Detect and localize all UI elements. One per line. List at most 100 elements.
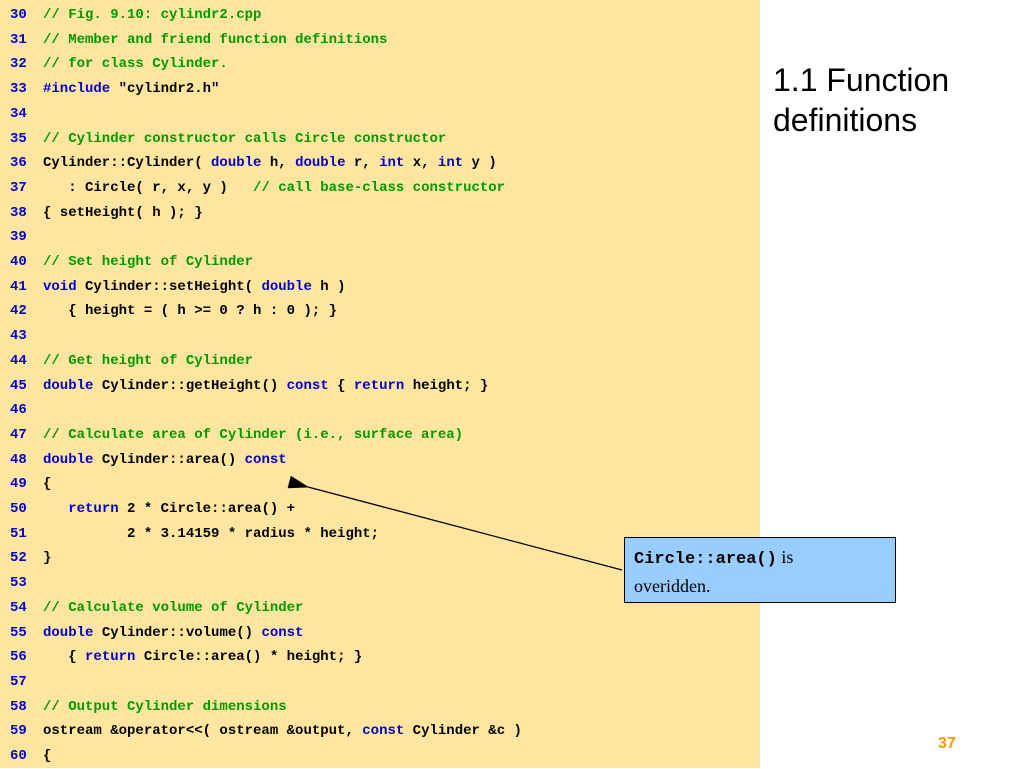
code-token (43, 501, 68, 517)
code-keyword: return (68, 501, 119, 517)
line-number: 53 (10, 575, 27, 592)
code-text: // Output Cylinder dimensions (43, 695, 287, 720)
code-token: } (43, 550, 52, 567)
line-number: 51 (10, 525, 27, 542)
code-token: Cylinder::area() (93, 451, 245, 468)
code-text: // Calculate volume of Cylinder (43, 596, 303, 621)
code-comment: // Calculate volume of Cylinder (43, 599, 304, 616)
code-comment: // Get height of Cylinder (43, 352, 254, 369)
code-token: Cylinder::setHeight( (76, 278, 262, 295)
code-text: { (43, 744, 51, 769)
callout-text-2: overidden. (634, 576, 711, 596)
code-panel: 30 // Fig. 9.10: cylindr2.cpp 31 // Member … (0, 0, 760, 768)
code-keyword: const (261, 624, 304, 641)
code-text: // Member and friend function definition… (43, 28, 387, 53)
code-text: 2 * 3.14159 * radius * height; (43, 522, 379, 547)
code-keyword: #include (43, 81, 111, 98)
code-text: void Cylinder::setHeight( double h ) (43, 275, 345, 300)
line-number: 59 (10, 723, 27, 740)
code-text: Cylinder::Cylinder( double h, double r, … (43, 151, 497, 176)
code-text: double Cylinder::getHeight() const { ret… (43, 374, 488, 399)
code-keyword: int (379, 155, 405, 172)
line-number: 33 (10, 81, 27, 98)
code-comment: // call base-class constructor (253, 179, 506, 196)
callout-box: Circle::area() is overidden. (624, 537, 896, 603)
code-text: // for class Cylinder. (43, 52, 228, 77)
code-token: : Circle( r, x, y ) (43, 179, 254, 196)
code-token: x, (404, 155, 438, 172)
line-number: 36 (10, 155, 27, 172)
code-token: 2 * 3.14159 * radius * height; (43, 525, 380, 542)
line-number: 43 (10, 328, 27, 345)
line-number: 55 (10, 624, 27, 641)
code-text: // Cylinder constructor calls Circle con… (43, 127, 446, 152)
code-comment: // Fig. 9.10: cylindr2.cpp (43, 7, 262, 23)
line-number: 34 (10, 105, 27, 122)
slide-title: 1.1 Function definitions (773, 62, 950, 138)
line-number: 42 (10, 303, 27, 320)
code-keyword: const (362, 723, 405, 740)
code-comment: // Set height of Cylinder (43, 254, 254, 270)
code-token: "cylindr2.h" (110, 81, 220, 98)
code-token: Circle::area() * height; } (135, 649, 363, 666)
code-token: Cylinder::getHeight() (93, 377, 287, 394)
line-number: 49 (10, 476, 27, 493)
code-keyword: double (43, 451, 94, 468)
code-keyword: void (43, 278, 77, 295)
code-text: // Set height of Cylinder (43, 250, 253, 275)
code-text: } (43, 546, 51, 571)
code-token: Cylinder::volume() (93, 624, 262, 641)
code-token: 2 * Circle::area() + (118, 501, 296, 517)
line-number: 52 (10, 550, 27, 567)
code-keyword: return (85, 649, 136, 666)
code-comment: // Calculate area of Cylinder (i.e., sur… (43, 426, 464, 443)
line-number: 50 (10, 501, 27, 517)
code-keyword: double (211, 155, 262, 172)
line-number: 54 (10, 599, 27, 616)
code-token: Cylinder::Cylinder( (43, 155, 212, 172)
code-token: { (43, 649, 86, 666)
line-number: 35 (10, 130, 27, 147)
code-text: double Cylinder::area() const (43, 448, 287, 473)
code-token: { (43, 476, 52, 493)
line-number: 37 (10, 179, 27, 196)
code-comment: // Output Cylinder dimensions (43, 698, 287, 715)
line-number: 46 (10, 402, 27, 419)
code-keyword: double (295, 155, 346, 172)
line-number: 32 (10, 56, 27, 73)
code-token: y ) (463, 155, 497, 172)
page-number: 37 (938, 735, 956, 752)
code-text: return 2 * Circle::area() + (43, 497, 295, 522)
line-number: 30 (10, 7, 27, 23)
code-text: #include "cylindr2.h" (43, 77, 219, 102)
code-keyword: const (286, 377, 329, 394)
code-text: ostream &operator<<( ostream &output, co… (43, 719, 522, 744)
line-number: 56 (10, 649, 27, 666)
code-token: { setHeight( h ); } (43, 204, 203, 221)
line-number: 40 (10, 254, 27, 270)
code-text: // Fig. 9.10: cylindr2.cpp (43, 3, 261, 28)
code-text: { height = ( h >= 0 ? h : 0 ); } (43, 299, 337, 324)
code-text: : Circle( r, x, y ) // call base-class c… (43, 176, 505, 201)
code-text: double Cylinder::volume() const (43, 621, 303, 646)
line-number: 38 (10, 204, 27, 221)
code-text: { (43, 472, 51, 497)
line-number: 31 (10, 31, 27, 48)
code-text: { setHeight( h ); } (43, 201, 203, 226)
code-token: { (328, 377, 354, 394)
code-token: h ) (311, 278, 346, 295)
callout-code: Circle::area() (634, 550, 777, 569)
code-comment: // Cylinder constructor calls Circle con… (43, 130, 447, 147)
code-token: r, (345, 155, 380, 172)
code-keyword: double (43, 624, 94, 641)
code-token: { height = ( h >= 0 ? h : 0 ); } (43, 303, 338, 320)
code-text: // Get height of Cylinder (43, 349, 253, 374)
code-keyword: double (261, 278, 312, 295)
callout-text-1: is (776, 547, 794, 567)
line-number: 48 (10, 451, 27, 468)
code-keyword: return (353, 377, 405, 394)
code-comment: // Member and friend function definition… (43, 31, 388, 48)
code-token: Cylinder &c ) (404, 723, 522, 740)
code-token: height; } (404, 377, 489, 394)
line-number: 44 (10, 352, 27, 369)
